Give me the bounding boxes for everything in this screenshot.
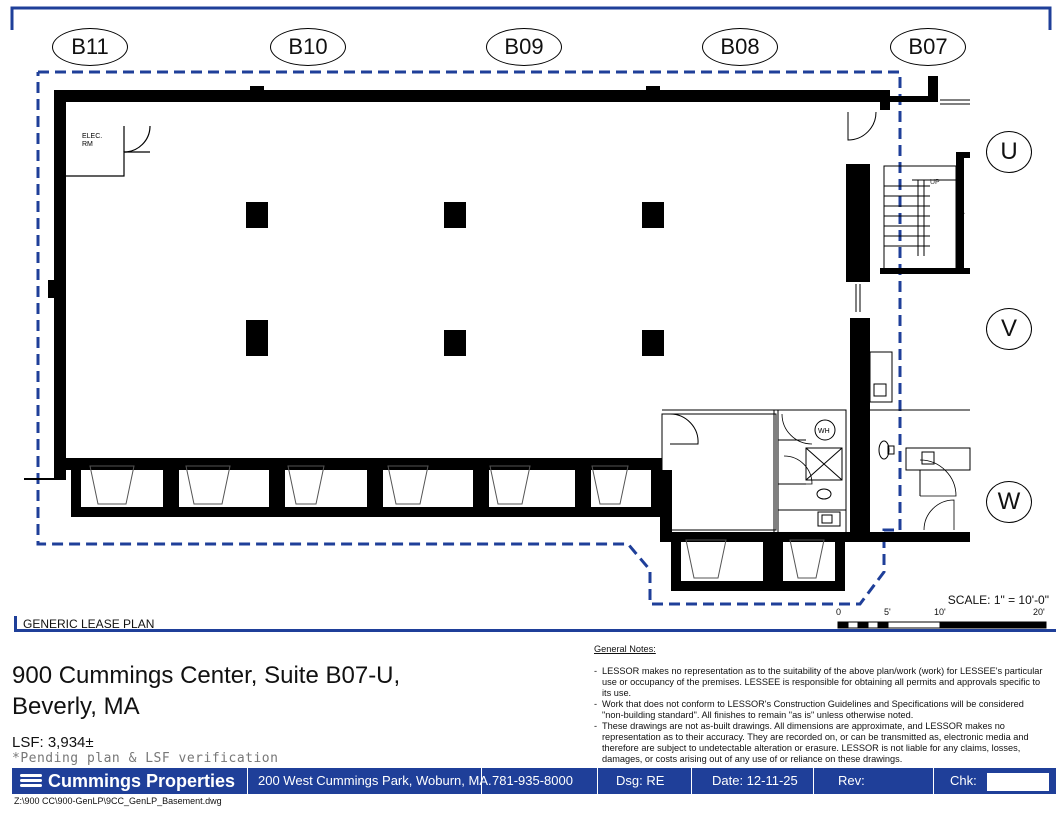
column-label-b11: B11	[52, 28, 128, 66]
unit-restrooms	[661, 409, 847, 534]
cummings-logo-icon	[20, 773, 42, 789]
company-name: Cummings Properties	[48, 771, 236, 791]
pending-note: *Pending plan & LSF verification	[12, 751, 279, 766]
service-core	[847, 99, 971, 531]
sheet-frame	[10, 6, 1052, 30]
row-label-w: W	[986, 481, 1032, 523]
row-label-v: V	[986, 308, 1032, 350]
column-label-b09: B09	[486, 28, 562, 66]
company-logo: Cummings Properties	[12, 768, 248, 794]
note-bullet: -	[594, 699, 598, 709]
checked-box	[986, 772, 1049, 791]
column-label-b08: B08	[702, 28, 778, 66]
scale-tick-5: 5'	[884, 607, 891, 617]
designer-field: Dsg: RE	[598, 768, 692, 794]
water-heater-label: WH	[818, 428, 830, 435]
note-bullet: -	[594, 721, 598, 731]
floor-plan: ELEC. RM	[10, 6, 1052, 629]
checked-label: Chk:	[950, 773, 977, 788]
structural-columns	[246, 202, 664, 356]
note-item: - Work that does not conform to LESSOR's…	[594, 699, 1046, 721]
address-line-1: 900 Cummings Center, Suite B07-U,	[12, 662, 401, 689]
plan-type-label: GENERIC LEASE PLAN	[14, 616, 1056, 632]
elec-room-label-2: RM	[82, 141, 93, 148]
company-address: 200 West Cummings Park, Woburn, MA.	[248, 768, 492, 794]
notes-header: General Notes:	[594, 644, 656, 654]
stair-up-label: UP	[930, 179, 940, 186]
note-item: - These drawings are not as-built drawin…	[594, 721, 1046, 765]
window-well-frames	[89, 465, 825, 579]
elec-room-label: ELEC.	[82, 133, 102, 140]
address-line-2: Beverly, MA	[12, 693, 140, 720]
scale-tick-20: 20'	[1033, 607, 1045, 617]
note-text: These drawings are not as-built drawings…	[602, 721, 1029, 764]
title-bar: Cummings Properties 200 West Cummings Pa…	[12, 768, 1056, 794]
file-path: Z:\900 CC\900-GenLP\9CC_GenLP_Basement.d…	[14, 796, 222, 806]
general-notes: General Notes: - LESSOR makes no represe…	[594, 644, 1046, 765]
row-label-u: U	[986, 131, 1032, 173]
window-wells	[71, 468, 845, 591]
column-label-b07: B07	[890, 28, 966, 66]
lease-boundary	[36, 70, 902, 606]
date-field: Date: 12-11-25	[692, 768, 814, 794]
electrical-room	[66, 125, 151, 177]
checked-field: Chk:	[934, 768, 1056, 794]
scale-bar	[837, 621, 1047, 629]
lsf-value: LSF: 3,934±	[12, 734, 94, 751]
note-bullet: -	[594, 666, 598, 676]
scale-label: SCALE: 1" = 10'-0"	[947, 593, 1049, 607]
building-walls	[24, 76, 970, 542]
note-text: Work that does not conform to LESSOR's C…	[602, 699, 1024, 720]
scale-tick-10: 10'	[934, 607, 946, 617]
note-text: LESSOR makes no representation as to the…	[602, 666, 1043, 698]
company-phone: 781-935-8000	[482, 768, 598, 794]
scale-tick-0: 0	[836, 607, 842, 617]
column-label-b10: B10	[270, 28, 346, 66]
note-item: - LESSOR makes no representation as to t…	[594, 666, 1046, 699]
revision-field: Rev:	[814, 768, 934, 794]
